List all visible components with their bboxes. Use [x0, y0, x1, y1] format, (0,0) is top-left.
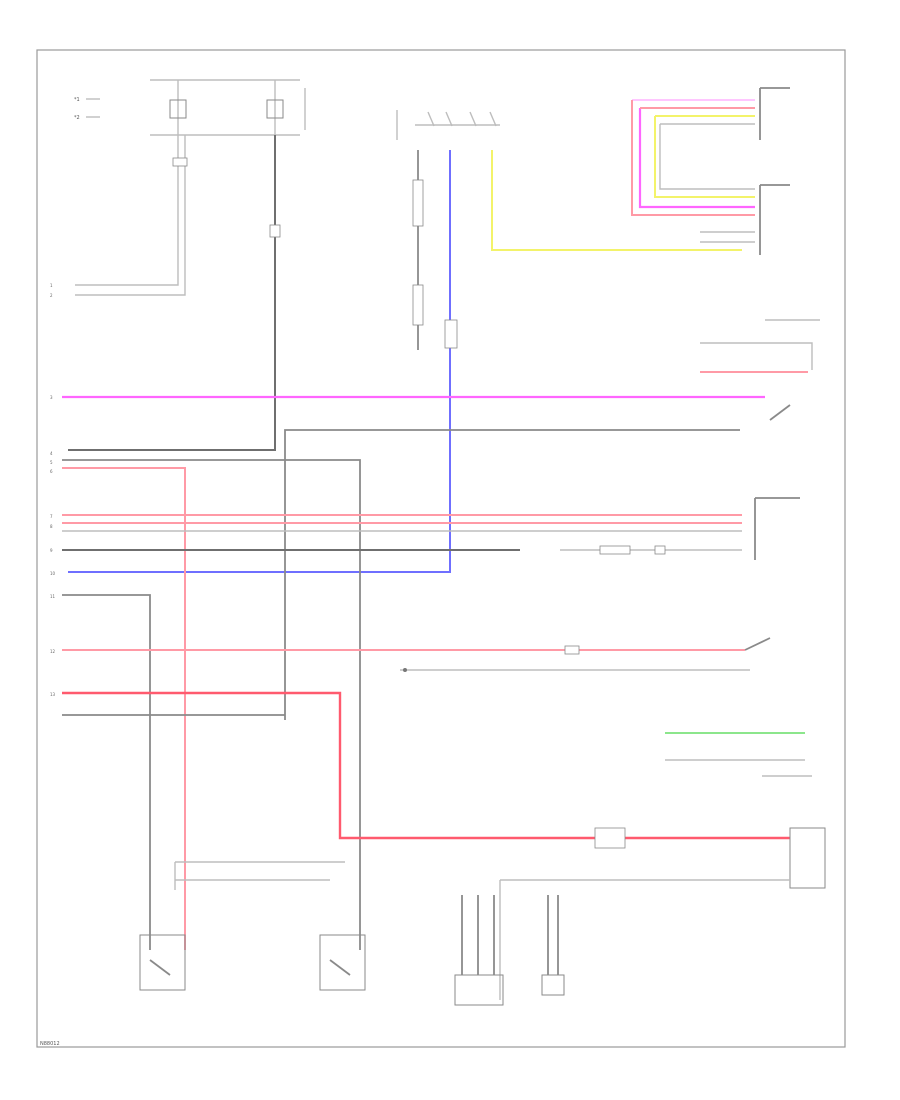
wire-sw-a	[700, 342, 813, 370]
connector	[654, 545, 666, 555]
wire-tr-4	[654, 116, 755, 198]
wire-blue-trunk	[68, 150, 451, 573]
svg-text:5: 5	[50, 460, 53, 465]
bottom-center-ground	[541, 895, 565, 996]
wire-fuse-left-1	[75, 135, 179, 286]
legend-item-2: *2	[74, 115, 80, 121]
bottom-left-switch-1	[139, 934, 186, 991]
wire-left-gray-drop	[62, 459, 361, 950]
legend: *1 *2	[74, 97, 100, 121]
connector	[444, 319, 458, 349]
wire-tr-2	[638, 108, 755, 209]
footer-code: N88012	[40, 1041, 60, 1047]
svg-text:2: 2	[50, 293, 53, 298]
legend-item-1: *1	[74, 97, 80, 103]
svg-text:7: 7	[50, 514, 53, 519]
wire-yellow	[491, 150, 742, 251]
connector	[564, 645, 580, 655]
wire-relay-trunk	[68, 135, 276, 451]
left-side-codes: 1 2 3 4 5 6 7 8 9 10 11 12 13	[50, 283, 56, 697]
wire-fuse-left-2	[75, 135, 186, 296]
svg-text:3: 3	[50, 395, 53, 400]
svg-text:12: 12	[50, 649, 56, 654]
ground-dot	[403, 668, 407, 672]
svg-text:11: 11	[50, 594, 56, 599]
svg-text:9: 9	[50, 548, 53, 553]
wire-red-loop	[62, 691, 595, 840]
connector	[594, 827, 626, 849]
svg-text:4: 4	[50, 451, 53, 456]
svg-text:1: 1	[50, 283, 53, 288]
fuse-relay-block	[150, 79, 306, 136]
bottom-left-switch-2	[319, 934, 366, 991]
center-switch-assembly	[396, 110, 500, 140]
mid-right-module	[754, 497, 800, 560]
connector	[412, 284, 424, 326]
connector	[172, 157, 188, 167]
connector	[599, 545, 631, 555]
wire-left-drop	[62, 594, 151, 950]
top-right-module	[759, 87, 790, 255]
connector	[412, 179, 424, 227]
connector	[269, 224, 281, 238]
svg-text:8: 8	[50, 524, 53, 529]
wire-gray-right	[284, 429, 740, 720]
wire-left-red-drop	[62, 467, 186, 950]
bottom-center-switch	[454, 895, 504, 1006]
svg-text:6: 6	[50, 469, 53, 474]
wire-tr-3	[631, 100, 755, 216]
bottom-right-module	[789, 827, 826, 889]
wire-tr-5	[659, 124, 755, 190]
svg-text:10: 10	[50, 571, 56, 576]
svg-text:13: 13	[50, 692, 56, 697]
diagram-frame	[36, 49, 846, 1048]
